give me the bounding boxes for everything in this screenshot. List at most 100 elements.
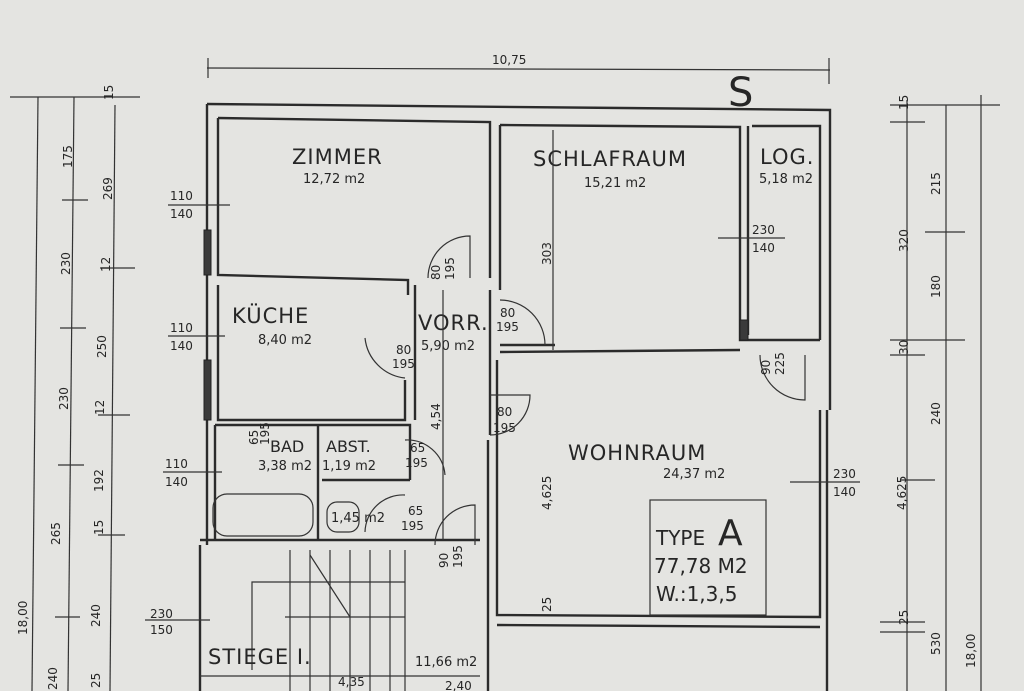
room-vorraum: VORR. 5,90 m2 bbox=[418, 311, 489, 354]
schlafraum-0-label: 230 bbox=[752, 223, 775, 237]
room-schlafraum: SCHLAFRAUM 15,21 m2 bbox=[533, 147, 686, 191]
abstellraum-name-label: ABST. bbox=[326, 437, 371, 456]
inner-3-label: 4,625 bbox=[895, 476, 909, 510]
zimmer-0-label: 110 bbox=[170, 189, 193, 203]
kueche-0-label: 110 bbox=[170, 321, 193, 335]
room-wc: 1,45 m2 bbox=[331, 511, 385, 526]
inner-2-label: 12 bbox=[99, 257, 113, 272]
wohnraum-1-label: 140 bbox=[833, 485, 856, 499]
inner-7-label: 240 bbox=[89, 604, 103, 627]
outer-2-label: 230 bbox=[57, 387, 71, 410]
inner-2-label: 30 bbox=[897, 340, 911, 355]
bad-name-label: BAD bbox=[270, 437, 304, 456]
inner-0-label: 15 bbox=[897, 95, 911, 110]
loggia-0-label: 90 bbox=[759, 360, 773, 375]
outer-1-label: 230 bbox=[59, 252, 73, 275]
type-box-total-area-label: 77,78 M2 bbox=[654, 554, 748, 578]
schlafraum-area-label: 15,21 m2 bbox=[584, 176, 646, 191]
inner-0-label: 15 bbox=[102, 85, 116, 100]
inner-6-label: 15 bbox=[92, 520, 106, 535]
room-stiege: STIEGE I. 11,66 m2 bbox=[208, 645, 477, 670]
door-swings bbox=[364, 235, 806, 546]
entry-0-label: 90 bbox=[437, 553, 451, 568]
stiege-1-label: 150 bbox=[150, 623, 173, 637]
bad-1-label: 140 bbox=[165, 475, 188, 489]
interior-dims-wall-label: 25 bbox=[540, 597, 554, 612]
wohnraum-0-label: 80 bbox=[497, 405, 512, 419]
inner-4-label: 25 bbox=[897, 610, 911, 625]
kueche-1-label: 195 bbox=[392, 357, 415, 371]
abst-1-label: 195 bbox=[405, 456, 428, 470]
zimmer-name-label: ZIMMER bbox=[292, 145, 383, 169]
wohnraum-area-label: 24,37 m2 bbox=[663, 467, 725, 482]
bad-0-label: 110 bbox=[165, 457, 188, 471]
wohnraum-1-label: 195 bbox=[493, 421, 516, 435]
outer-0-label: 175 bbox=[61, 145, 75, 168]
room-loggia: LOG. 5,18 m2 bbox=[759, 145, 814, 187]
wohnraum-0-label: 230 bbox=[833, 467, 856, 481]
stiege-0-label: 230 bbox=[150, 607, 173, 621]
outer-3-label: 265 bbox=[49, 522, 63, 545]
stiege-area-label: 11,66 m2 bbox=[415, 655, 477, 670]
interior-dims-vorr-length-label: 4,54 bbox=[429, 403, 443, 430]
inner-4-label: 12 bbox=[93, 400, 107, 415]
kueche-1-label: 140 bbox=[170, 339, 193, 353]
loggia-1-label: 225 bbox=[773, 352, 787, 375]
wc-1-label: 195 bbox=[401, 519, 424, 533]
inner-8-label: 25 bbox=[89, 673, 103, 688]
room-wohnraum: WOHNRAUM 24,37 m2 bbox=[568, 441, 725, 482]
type-box-units-label: W.:1,3,5 bbox=[656, 582, 737, 606]
interior-dimensions: 303 4,54 4,625 25 4,35 2,40 bbox=[338, 130, 554, 691]
outer-2-label: 240 bbox=[929, 402, 943, 425]
interior-dims-schlaf-height-label: 303 bbox=[540, 242, 554, 265]
inner-5-label: 530 bbox=[929, 632, 943, 655]
room-zimmer: ZIMMER 12,72 m2 bbox=[292, 145, 383, 187]
type-box-letter-label: A bbox=[718, 513, 743, 554]
inner-5-label: 192 bbox=[92, 469, 106, 492]
bad-1-label: 195 bbox=[258, 422, 272, 445]
inner-3-label: 250 bbox=[95, 335, 109, 358]
wohnraum-name-label: WOHNRAUM bbox=[568, 441, 706, 465]
wc-area-label: 1,45 m2 bbox=[331, 511, 385, 526]
right-dims-total-label: 18,00 bbox=[964, 634, 978, 668]
type-box-label-label: TYPE bbox=[655, 526, 705, 550]
zimmer-1-label: 140 bbox=[170, 207, 193, 221]
room-bad: BAD 3,38 m2 bbox=[258, 437, 312, 474]
outer-1-label: 180 bbox=[929, 275, 943, 298]
zimmer-0-label: 80 bbox=[429, 265, 443, 280]
entry-1-label: 195 bbox=[451, 545, 465, 568]
bad-area-label: 3,38 m2 bbox=[258, 459, 312, 474]
left-dimensions: 18,00 175 230 230 265 240 15 269 12 250 … bbox=[10, 85, 140, 691]
schlafraum-1-label: 195 bbox=[496, 320, 519, 334]
zimmer-area-label: 12,72 m2 bbox=[303, 172, 365, 187]
interior-dims-stair-width-label: 4,35 bbox=[338, 675, 365, 689]
abstellraum-area-label: 1,19 m2 bbox=[322, 459, 376, 474]
kueche-name-label: KÜCHE bbox=[232, 303, 309, 328]
zimmer-1-label: 195 bbox=[443, 257, 457, 280]
vorraum-name-label: VORR. bbox=[418, 311, 489, 335]
inner-1-label: 320 bbox=[897, 229, 911, 252]
schlafraum-0-label: 80 bbox=[500, 306, 515, 320]
top-dimension: 10,75 bbox=[206, 53, 831, 84]
loggia-name-label: LOG. bbox=[760, 145, 814, 169]
left-dims-total-label: 18,00 bbox=[16, 601, 30, 635]
vorraum-area-label: 5,90 m2 bbox=[421, 339, 475, 354]
toilet bbox=[326, 501, 360, 533]
abst-0-label: 65 bbox=[410, 441, 425, 455]
interior-dims-bottom-label: 2,40 bbox=[445, 679, 472, 691]
right-dimensions: 15 215 320 180 30 240 4,625 25 530 18,00 bbox=[880, 95, 1000, 691]
overall-width-label: 10,75 bbox=[492, 53, 526, 67]
kueche-0-label: 80 bbox=[396, 343, 411, 357]
inner-1-label: 269 bbox=[101, 177, 115, 200]
loggia-area-label: 5,18 m2 bbox=[759, 172, 813, 187]
window-labels: 110 140 110 140 110 140 230 140 230 140 … bbox=[145, 189, 860, 637]
walls bbox=[198, 102, 832, 691]
bathtub bbox=[212, 493, 314, 537]
bad-0-label: 65 bbox=[247, 430, 261, 445]
staircase bbox=[200, 550, 480, 691]
room-kueche: KÜCHE 8,40 m2 bbox=[232, 303, 312, 348]
schlafraum-1-label: 140 bbox=[752, 241, 775, 255]
kueche-area-label: 8,40 m2 bbox=[258, 333, 312, 348]
